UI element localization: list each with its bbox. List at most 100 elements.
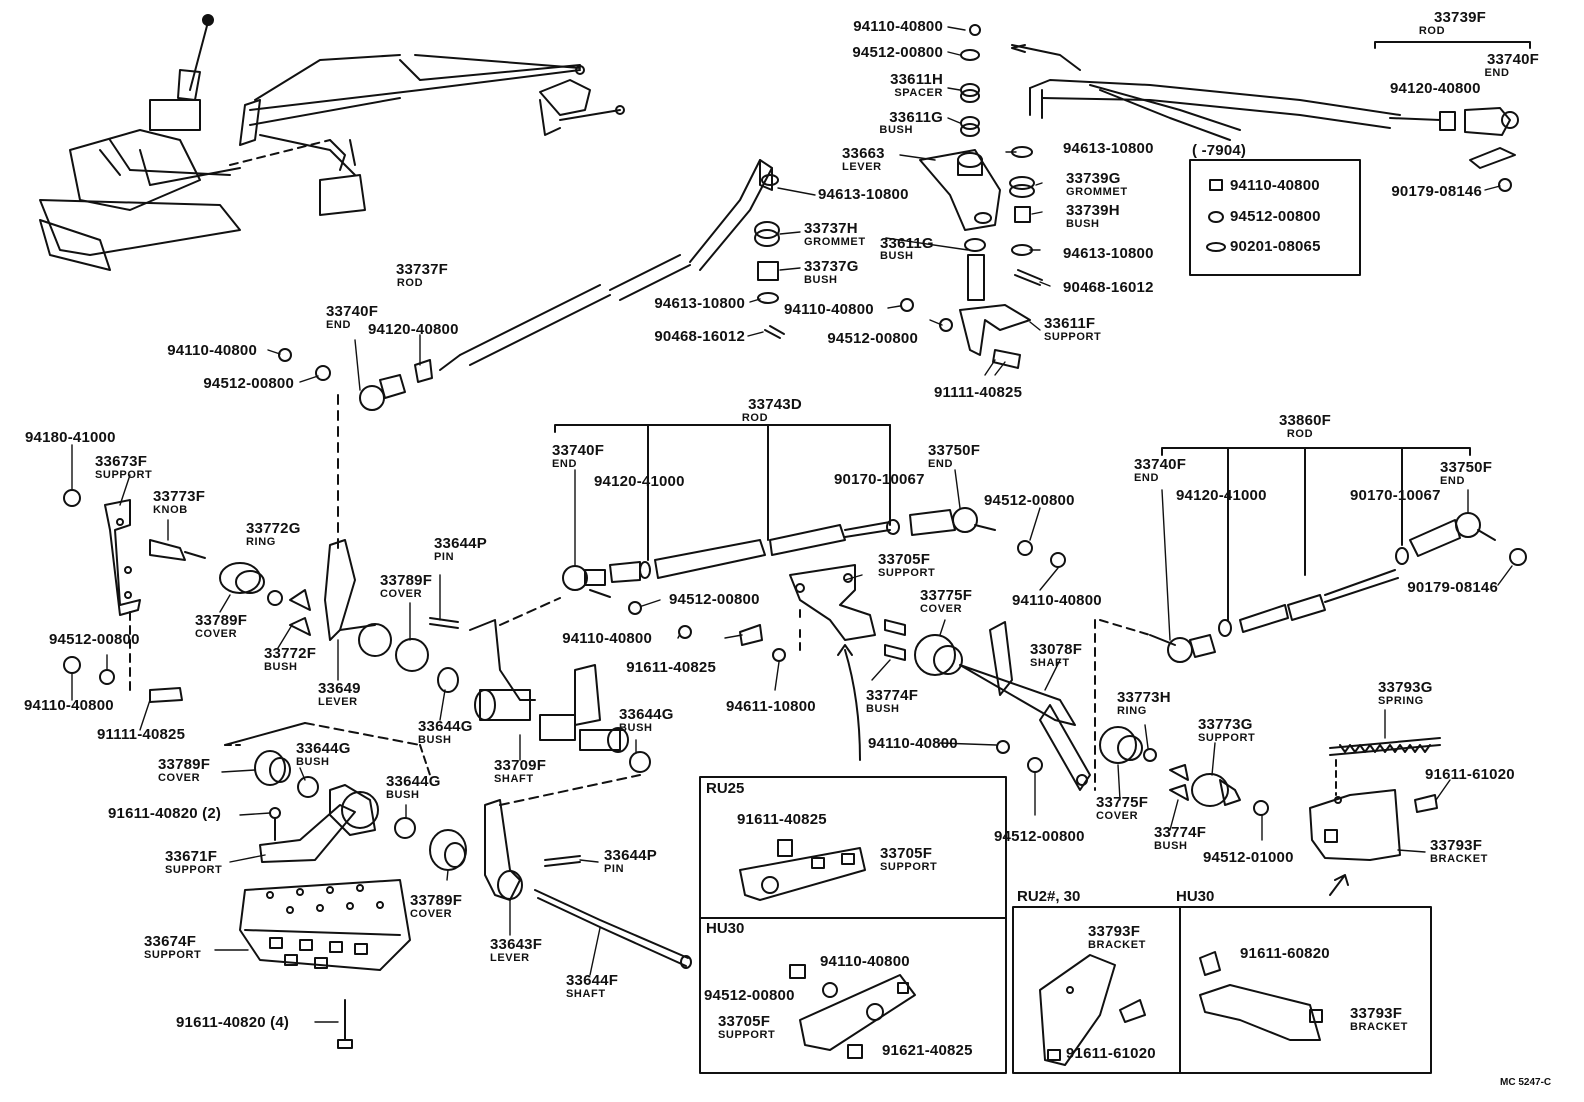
part-94120-m: 94120-41000 [594, 473, 685, 490]
part-33750f-m: 33750F [928, 442, 981, 459]
part-33773h: 33773H [1117, 689, 1171, 706]
inset-ru25-drawing [739, 839, 866, 901]
desc-33774f-b: BUSH [1154, 840, 1188, 852]
desc-33743d: ROD [741, 412, 769, 424]
desc-33739g: GROMMET [1066, 186, 1128, 198]
part-33740f-m: 33740F [552, 442, 605, 459]
inset-hu30a-drawing [789, 964, 916, 1059]
desc-33671f: SUPPORT [165, 864, 223, 876]
desc-33078f: SHAFT [1030, 657, 1070, 669]
part-94110-m2b: 94110-40800 [1012, 592, 1102, 609]
desc-33774f-a: BUSH [866, 703, 900, 715]
part-33743d: 33743D [748, 396, 802, 413]
part-91611-40820-2: 91611-40820 (2) [108, 805, 222, 822]
inset-ru2-drawing [1039, 954, 1146, 1066]
part-94512-l: 94512-00800 [203, 375, 294, 392]
part-94110-m2: 94110-40800 [562, 630, 652, 647]
part-94512-mid: 94512-00800 [827, 330, 918, 347]
left-lever-assembly [63, 489, 651, 773]
rod-33737f-drawing [278, 159, 773, 556]
part-94110-m3: 94110-40800 [868, 735, 958, 752]
part-94120-l: 94120-40800 [368, 321, 459, 338]
desc-33611g-top: BUSH [879, 124, 913, 136]
part-33860f: 33860F [1278, 412, 1332, 429]
diagram-code: MC 5247-C [1500, 1077, 1552, 1088]
part-94512-01: 94512-01000 [1203, 849, 1294, 866]
part-94512-ll: 94512-00800 [49, 631, 140, 648]
part-33739g: 33739G [1066, 170, 1121, 187]
shaft-33078f-assembly [789, 540, 1096, 791]
lever-33663-assembly [754, 24, 1081, 369]
desc-33793f-r: BRACKET [1430, 853, 1488, 865]
desc-33644g-c: BUSH [296, 756, 330, 768]
desc-33737g: BUSH [804, 274, 838, 286]
part-94180: 94180-41000 [25, 429, 116, 446]
part-91611-40820-4: 91611-40820 (4) [176, 1014, 290, 1031]
part-33643f: 33643F [490, 936, 543, 953]
part-33773g: 33773G [1198, 716, 1253, 733]
inset-hu30a-part-3: 33705F [718, 1013, 771, 1030]
inset-ru2-part-1: 33793F [1088, 923, 1141, 940]
part-94613-a: 94613-10800 [818, 186, 909, 203]
desc-33739f: ROD [1418, 25, 1446, 37]
inset-ru25-part-1: 91611-40825 [737, 811, 827, 828]
part-33644g-d: 33644G [386, 773, 441, 790]
part-33611f: 33611F [1044, 315, 1096, 332]
part-33709f: 33709F [494, 757, 547, 774]
inset-hu30a-desc-3: SUPPORT [718, 1029, 776, 1041]
part-33611h: 33611H [890, 71, 943, 88]
part-94512-m: 94512-00800 [984, 492, 1075, 509]
desc-33737h: GROMMET [804, 236, 866, 248]
rod-33743d-drawing [554, 424, 996, 662]
rod-33860f-drawing [1099, 447, 1527, 663]
part-33644g-b: 33644G [619, 706, 674, 723]
overview-linkage-illustration [39, 14, 625, 271]
desc-33644p-a: PIN [434, 551, 455, 563]
part-33774f-b: 33774F [1154, 824, 1207, 841]
desc-33740f-m: END [552, 458, 578, 470]
kit-icons [1206, 179, 1226, 252]
inset-hu30b-title: HU30 [1176, 888, 1215, 905]
part-94120-r: 94120-41000 [1176, 487, 1267, 504]
desc-33775f-a: COVER [920, 603, 963, 615]
desc-33611g-mid: BUSH [880, 250, 914, 262]
desc-33773f: KNOB [153, 504, 188, 516]
part-91111-l: 91111-40825 [97, 726, 186, 743]
part-33789f-d: 33789F [410, 892, 463, 909]
part-33740f-l: 33740F [326, 303, 379, 320]
part-94110-ll: 94110-40800 [24, 697, 114, 714]
part-94611: 94611-10800 [726, 698, 816, 715]
desc-33789f-d: COVER [410, 908, 453, 920]
part-33740f-r: 33740F [1134, 456, 1187, 473]
desc-33772g: RING [246, 536, 276, 548]
part-33737g: 33737G [804, 258, 859, 275]
desc-33673f: SUPPORT [95, 469, 153, 481]
inset-hu30b-desc-2: BRACKET [1350, 1021, 1408, 1033]
part-90179-r: 90179-08146 [1407, 579, 1498, 596]
inset-ru25-desc-2: SUPPORT [880, 861, 938, 873]
part-90468-a: 90468-16012 [654, 328, 745, 345]
part-33644g-a: 33644G [418, 718, 473, 735]
part-33739f: 33739F [1433, 9, 1487, 26]
desc-33737f: ROD [396, 277, 424, 289]
desc-33772f: BUSH [264, 661, 298, 673]
part-91611-61020-r: 91611-61020 [1425, 766, 1515, 783]
desc-33789f-c: COVER [158, 772, 201, 784]
inset-ru25-part-2: 33705F [880, 845, 933, 862]
desc-33740f-tr: END [1484, 67, 1510, 79]
desc-33860f: ROD [1286, 428, 1314, 440]
inset-ru25-hu30-frame [699, 776, 1007, 1074]
part-33793f-r: 33793F [1430, 837, 1483, 854]
part-33789f-a: 33789F [195, 612, 248, 629]
part-94512-r: 94512-00800 [994, 828, 1085, 845]
desc-33649: LEVER [318, 696, 358, 708]
desc-33739h: BUSH [1066, 218, 1100, 230]
desc-33644g-d: BUSH [386, 789, 420, 801]
desc-33773g: SUPPORT [1198, 732, 1256, 744]
part-33737f: 33737F [395, 261, 449, 278]
desc-33644g-b: BUSH [619, 722, 653, 734]
part-94613-c: 94613-10800 [1063, 140, 1154, 157]
part-33793g: 33793G [1378, 679, 1433, 696]
leader-lines [71, 26, 1513, 1023]
